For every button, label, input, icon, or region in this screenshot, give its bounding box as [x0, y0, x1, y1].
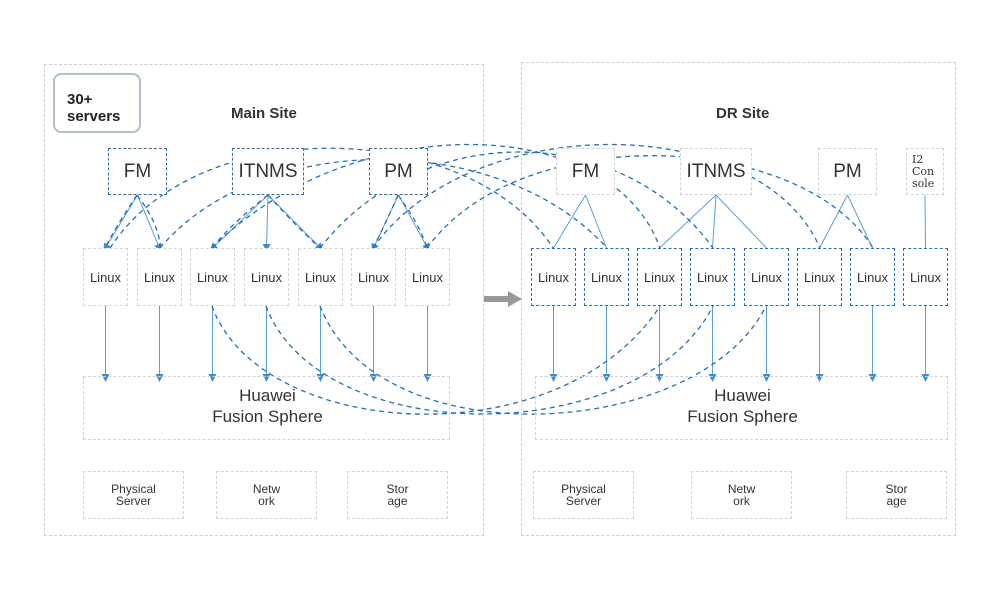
- main-linux-3: Linux: [190, 248, 235, 306]
- main-fusion-sphere-label: Huawei Fusion Sphere: [212, 386, 323, 426]
- dr-fm-box: FM: [556, 148, 615, 195]
- dr-linux-1: Linux: [531, 248, 576, 306]
- dr-fusion-sphere-label: Huawei Fusion Sphere: [687, 386, 798, 426]
- dr-fusion-sphere-band: [535, 376, 948, 440]
- main-itnms-box: ITNMS: [232, 148, 304, 195]
- main-pm-box: PM: [369, 148, 428, 195]
- dr-linux-7: Linux: [850, 248, 895, 306]
- dr-linux-4: Linux: [690, 248, 735, 306]
- dr-linux-3: Linux: [637, 248, 682, 306]
- server-count-badge: 30+ servers: [53, 73, 141, 133]
- badge-unit: servers: [67, 108, 121, 125]
- main-fm-box: FM: [108, 148, 167, 195]
- dr-site-title: DR Site: [716, 105, 770, 122]
- dr-linux-2: Linux: [584, 248, 629, 306]
- main-site-container: [44, 64, 484, 536]
- main-linux-2: Linux: [137, 248, 182, 306]
- badge-count: 30+: [67, 91, 93, 108]
- dr-itnms-box: ITNMS: [680, 148, 752, 195]
- dr-linux-6: Linux: [797, 248, 842, 306]
- main-fusion-sphere-band: [83, 376, 450, 440]
- dr-pm-box: PM: [818, 148, 877, 195]
- main-site-title: Main Site: [231, 105, 297, 122]
- main-linux-6: Linux: [351, 248, 396, 306]
- replication-arrow-icon: [484, 291, 522, 307]
- main-linux-1: Linux: [83, 248, 128, 306]
- main-linux-5: Linux: [298, 248, 343, 306]
- dr-linux-8: Linux: [903, 248, 948, 306]
- main-linux-7: Linux: [405, 248, 450, 306]
- main-linux-4: Linux: [244, 248, 289, 306]
- dr-linux-5: Linux: [744, 248, 789, 306]
